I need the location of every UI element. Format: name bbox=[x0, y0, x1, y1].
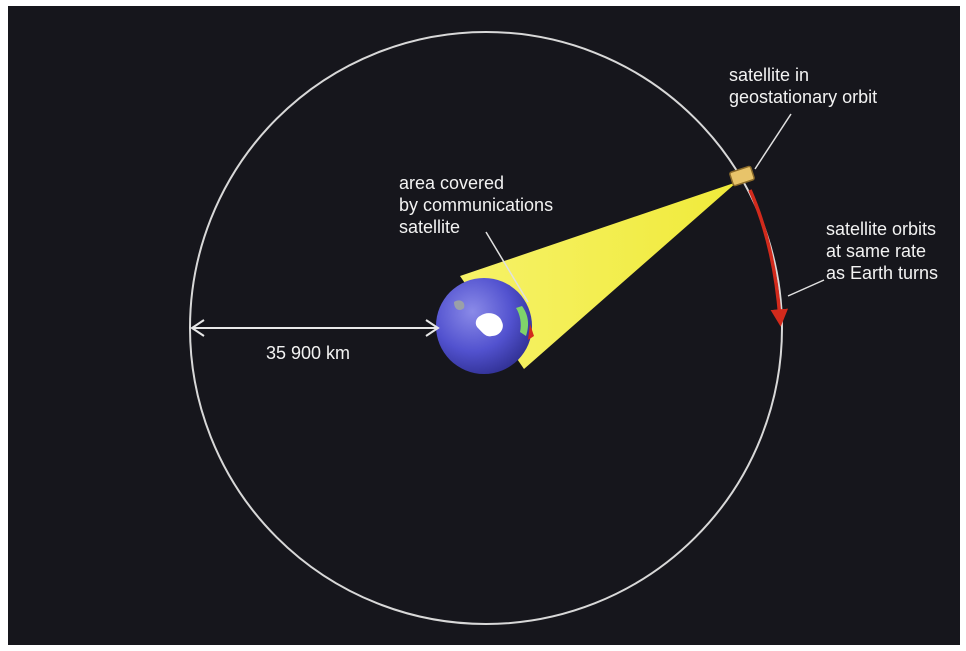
earth bbox=[436, 278, 534, 374]
satellite-label-leader bbox=[754, 113, 792, 170]
satellite bbox=[729, 165, 755, 187]
geostationary-orbit-diagram: satellite in geostationary orbit area co… bbox=[8, 6, 960, 645]
distance-arrow bbox=[190, 319, 440, 337]
orbit-direction-arrow bbox=[748, 189, 789, 327]
orbit-rate-label: satellite orbits at same rate as Earth t… bbox=[826, 218, 938, 284]
coverage-area-label: area covered by communications satellite bbox=[399, 172, 553, 238]
label-line: satellite bbox=[399, 217, 461, 237]
diagram-graphics bbox=[189, 31, 825, 625]
orbit-rate-label-leader bbox=[787, 279, 825, 297]
label-line: satellite in bbox=[729, 65, 810, 85]
label-line: at same rate bbox=[826, 241, 927, 261]
label-line: satellite orbits bbox=[826, 219, 937, 239]
coverage-label-leader bbox=[485, 231, 529, 303]
satellite-geostationary-label: satellite in geostationary orbit bbox=[729, 64, 877, 108]
label-line: geostationary orbit bbox=[729, 87, 878, 107]
orbit-circle bbox=[189, 31, 783, 625]
distance-label: 35 900 km bbox=[266, 343, 351, 363]
label-line: area covered bbox=[399, 173, 505, 193]
label-line: as Earth turns bbox=[826, 263, 939, 283]
label-line: by communications bbox=[399, 195, 554, 215]
